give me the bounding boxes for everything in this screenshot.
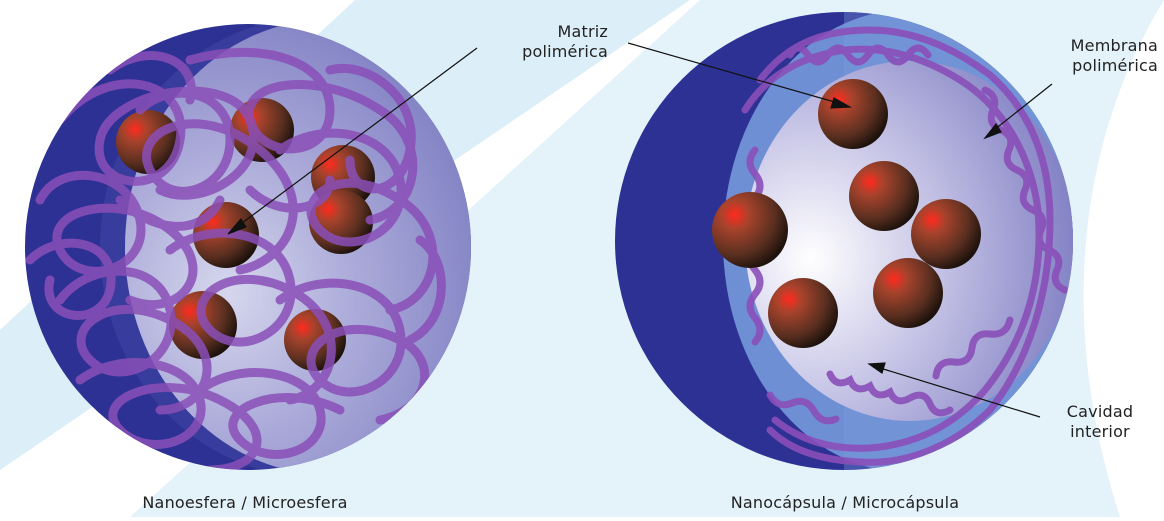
- caption-nanocapsula: Nanocápsula / Microcápsula: [695, 493, 995, 513]
- label-matriz-line1: Matriz: [488, 22, 608, 42]
- caption-nanoesfera: Nanoesfera / Microesfera: [100, 493, 390, 513]
- label-cavidad-line1: Cavidad: [1050, 402, 1150, 422]
- label-cavidad-line2: interior: [1050, 422, 1150, 442]
- label-membrana-polimerica: Membrana polimérica: [1030, 36, 1158, 76]
- label-cavidad-interior: Cavidad interior: [1050, 402, 1150, 442]
- label-matriz-polimerica: Matriz polimérica: [488, 22, 608, 62]
- label-membrana-line2: polimérica: [1030, 56, 1158, 76]
- label-matriz-line2: polimérica: [488, 42, 608, 62]
- label-membrana-line1: Membrana: [1030, 36, 1158, 56]
